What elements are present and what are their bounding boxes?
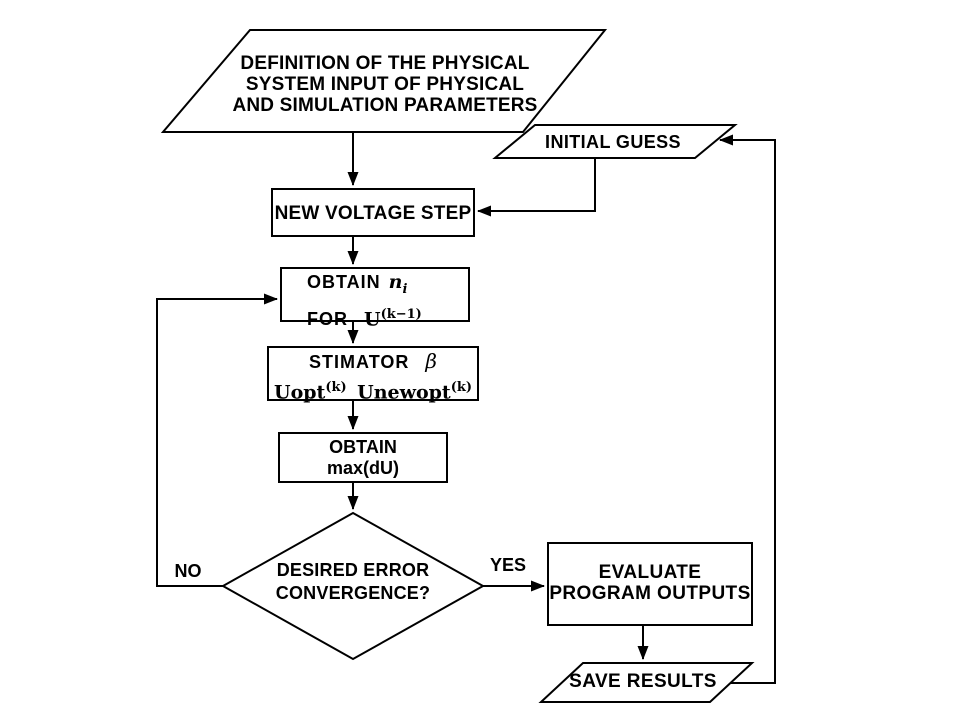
no-branch-label: NO xyxy=(174,561,202,581)
decision-label: DESIRED ERROR CONVERGENCE? xyxy=(243,559,463,605)
stimator-line-2: Uopt(k) Unewopt(k) xyxy=(268,375,478,405)
evaluate-box-shape xyxy=(547,542,753,626)
obtain-carriers-line-2: FOR U(k−1) xyxy=(307,302,422,332)
initial-guess-parallelogram-shape xyxy=(492,124,738,159)
obtain-max-line-1: OBTAIN xyxy=(329,437,397,457)
edge-save-results-to-initial-guess xyxy=(719,134,776,684)
math-uopt: Uopt(k) xyxy=(274,375,347,405)
math-unewopt-superscript: (k) xyxy=(450,380,472,395)
obtain-max-label: OBTAIN max(dU) xyxy=(279,437,447,479)
math-n-i: ni xyxy=(389,270,408,302)
definition-line-1: DEFINITION OF THE PHYSICAL xyxy=(240,53,530,74)
obtain-carriers-line-1: OBTAIN ni xyxy=(307,270,407,302)
math-uopt-superscript: (k) xyxy=(325,380,347,395)
math-u-base: U xyxy=(364,308,381,331)
definition-node-label: DEFINITION OF THE PHYSICAL SYSTEM INPUT … xyxy=(224,53,546,116)
math-n-base: n xyxy=(388,271,403,293)
stimator-word: STIMATOR xyxy=(309,352,410,372)
definition-line-3: AND SIMULATION PARAMETERS xyxy=(232,95,538,116)
decision-diamond-shape xyxy=(220,511,486,661)
for-word: FOR xyxy=(307,309,348,330)
stimator-label: STIMATOR β Uopt(k) Unewopt(k) xyxy=(268,349,478,405)
yes-branch-label: YES xyxy=(489,555,527,575)
save-results-label: SAVE RESULTS xyxy=(569,671,717,692)
obtain-carriers-box-shape xyxy=(280,267,470,322)
math-u-superscript: (k−1) xyxy=(380,306,422,322)
new-voltage-step-label: NEW VOLTAGE STEP xyxy=(274,203,472,224)
math-unewopt: Unewopt(k) xyxy=(357,375,472,405)
math-beta-symbol: β xyxy=(425,349,437,373)
edge-decision-no-loop xyxy=(156,293,278,587)
math-unewopt-base: Unewopt xyxy=(357,381,451,404)
evaluate-label: EVALUATE PROGRAM OUTPUTS xyxy=(548,562,752,604)
math-n-subscript: i xyxy=(402,281,408,297)
obtain-max-box-shape xyxy=(278,432,448,483)
stimator-line-1: STIMATOR β xyxy=(268,349,478,375)
decision-line-1: DESIRED ERROR xyxy=(276,560,430,580)
obtain-carriers-label: OBTAIN ni FOR U(k−1) xyxy=(307,270,469,332)
edge-initial-guess-to-new-voltage xyxy=(477,158,596,217)
math-uopt-base: Uopt xyxy=(274,381,326,404)
stimator-box-shape xyxy=(267,346,479,401)
initial-guess-label: INITIAL GUESS xyxy=(545,132,681,152)
definition-parallelogram-shape xyxy=(160,29,608,133)
evaluate-line-1: EVALUATE xyxy=(598,562,702,583)
math-u-k-minus-1: U(k−1) xyxy=(364,302,422,332)
definition-line-2: SYSTEM INPUT OF PHYSICAL xyxy=(245,74,525,95)
obtain-word: OBTAIN xyxy=(307,272,381,292)
new-voltage-step-box-shape xyxy=(271,188,475,237)
save-results-parallelogram-shape xyxy=(538,662,755,703)
decision-line-2: CONVERGENCE? xyxy=(275,583,431,603)
obtain-max-line-2: max(dU) xyxy=(326,458,399,478)
evaluate-line-2: PROGRAM OUTPUTS xyxy=(549,583,751,604)
